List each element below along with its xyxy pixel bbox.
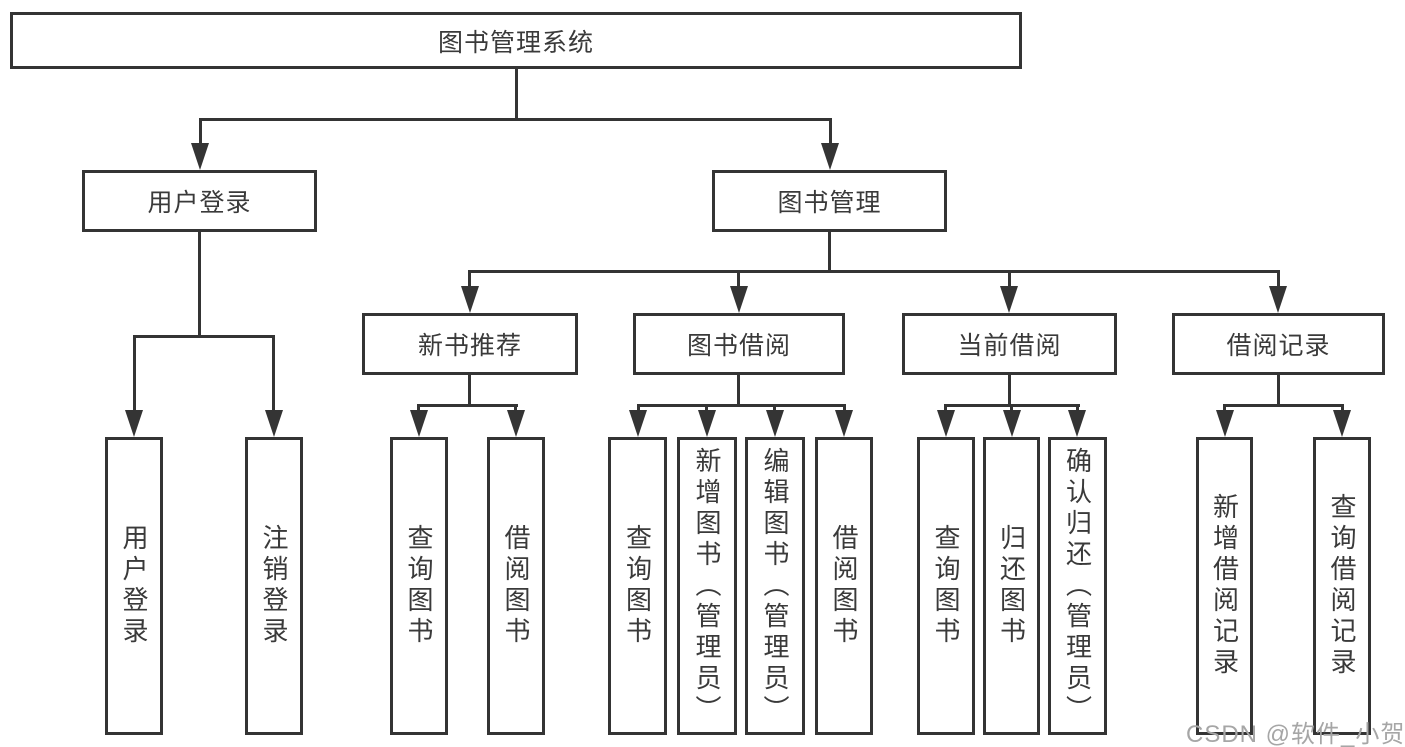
connector-new-book-recommend-stem (468, 375, 471, 406)
node-root-label: 图书管理系统 (437, 28, 594, 57)
leaf-user-login-label: 用户登录 (119, 524, 149, 648)
node-module-borrow-record-label: 借阅记录 (1226, 332, 1331, 360)
node-module-current-borrow-label: 当前借阅 (957, 332, 1062, 360)
arrow-down-icon (1333, 410, 1351, 437)
connector-drop-line (133, 335, 136, 412)
connector-drop-line (417, 404, 420, 413)
leaf-bb-add-book-admin-label: 新增图书（管理员） (692, 446, 722, 726)
leaf-user-login: 用户登录 (105, 437, 163, 735)
connector-book-borrow-bar (637, 404, 846, 407)
node-root: 图书管理系统 (10, 12, 1022, 69)
node-book-management-label: 图书管理 (777, 189, 882, 217)
arrow-down-icon (937, 410, 955, 437)
node-user-login-label: 用户登录 (147, 189, 252, 217)
arrow-down-icon (410, 410, 428, 437)
connector-drop-line (829, 118, 832, 146)
connector-drop-line (843, 404, 846, 413)
node-module-book-borrow-label: 图书借阅 (686, 332, 791, 360)
connector-drop-line (737, 270, 740, 289)
arrow-down-icon (507, 410, 525, 437)
connector-drop-line (1277, 270, 1280, 289)
node-book-management: 图书管理 (712, 170, 947, 232)
connector-book-management-bar (468, 270, 1280, 273)
connector-book-borrow-stem (737, 375, 740, 406)
leaf-nbr-borrow-book-label: 借阅图书 (501, 524, 531, 648)
arrow-down-icon (1003, 410, 1021, 437)
csdn-watermark: CSDN @软件_小贺同学 (1186, 721, 1405, 747)
connector-drop-line (637, 404, 640, 413)
connector-drop-line (1076, 404, 1079, 413)
connector-drop-line (1010, 404, 1013, 413)
connector-drop-line (773, 404, 776, 413)
leaf-br-add-record-label: 新增借阅记录 (1209, 493, 1240, 679)
connector-drop-line (1223, 404, 1226, 413)
connector-drop-line (944, 404, 947, 413)
connector-borrow-record-stem (1277, 375, 1280, 406)
connector-drop-line (1341, 404, 1344, 413)
arrow-down-icon (1269, 286, 1287, 313)
connector-drop-line (468, 270, 471, 289)
connector-user-login-bar (133, 335, 275, 338)
arrow-down-icon (698, 410, 716, 437)
leaf-nbr-query-book: 查询图书 (390, 437, 448, 735)
leaf-nbr-query-book-label: 查询图书 (404, 524, 434, 648)
leaf-bb-query-book: 查询图书 (608, 437, 667, 735)
leaf-bb-borrow-book-label: 借阅图书 (829, 524, 859, 648)
arrow-down-icon (821, 143, 839, 170)
leaf-logout-login-label: 注销登录 (259, 524, 289, 648)
leaf-cb-confirm-return-admin-label: 确认归还（管理员） (1062, 446, 1093, 726)
connector-current-borrow-stem (1008, 375, 1011, 406)
node-module-borrow-record: 借阅记录 (1172, 313, 1385, 375)
leaf-br-query-record-label: 查询借阅记录 (1327, 493, 1357, 679)
leaf-cb-return-book-label: 归还图书 (996, 524, 1027, 648)
node-module-book-borrow: 图书借阅 (633, 313, 845, 375)
arrow-down-icon (835, 410, 853, 437)
node-user-login: 用户登录 (82, 170, 317, 232)
leaf-nbr-borrow-book: 借阅图书 (487, 437, 545, 735)
arrow-down-icon (125, 410, 143, 437)
connector-drop-line (199, 118, 202, 146)
leaf-bb-borrow-book: 借阅图书 (815, 437, 873, 735)
connector-drop-line (705, 404, 708, 413)
connector-root-stem (515, 68, 518, 120)
arrow-down-icon (461, 286, 479, 313)
arrow-down-icon (1216, 410, 1234, 437)
leaf-bb-add-book-admin: 新增图书（管理员） (677, 437, 737, 735)
leaf-cb-return-book: 归还图书 (983, 437, 1040, 735)
arrow-down-icon (730, 286, 748, 313)
connector-root-bar (199, 118, 832, 121)
leaf-logout-login: 注销登录 (245, 437, 303, 735)
node-module-current-borrow: 当前借阅 (902, 313, 1117, 375)
leaf-bb-query-book-label: 查询图书 (622, 524, 653, 648)
arrow-down-icon (265, 410, 283, 437)
leaf-cb-query-book: 查询图书 (917, 437, 975, 735)
node-module-new-book-recommend-label: 新书推荐 (417, 332, 522, 360)
connector-drop-line (514, 404, 517, 413)
arrow-down-icon (1000, 286, 1018, 313)
connector-borrow-record-bar (1223, 404, 1344, 407)
arrow-down-icon (766, 410, 784, 437)
connector-new-book-recommend-bar (417, 404, 518, 407)
arrow-down-icon (629, 410, 647, 437)
leaf-cb-confirm-return-admin: 确认归还（管理员） (1048, 437, 1107, 735)
leaf-br-add-record: 新增借阅记录 (1196, 437, 1253, 735)
connector-book-management-stem (828, 232, 831, 273)
leaf-bb-edit-book-admin: 编辑图书（管理员） (745, 437, 805, 735)
connector-drop-line (1008, 270, 1011, 289)
arrow-down-icon (1068, 410, 1086, 437)
connector-drop-line (272, 335, 275, 412)
leaf-br-query-record: 查询借阅记录 (1313, 437, 1371, 735)
leaf-cb-query-book-label: 查询图书 (931, 524, 961, 648)
arrow-down-icon (191, 143, 209, 170)
leaf-bb-edit-book-admin-label: 编辑图书（管理员） (760, 446, 790, 726)
connector-user-login-stem (198, 232, 201, 338)
node-module-new-book-recommend: 新书推荐 (362, 313, 578, 375)
